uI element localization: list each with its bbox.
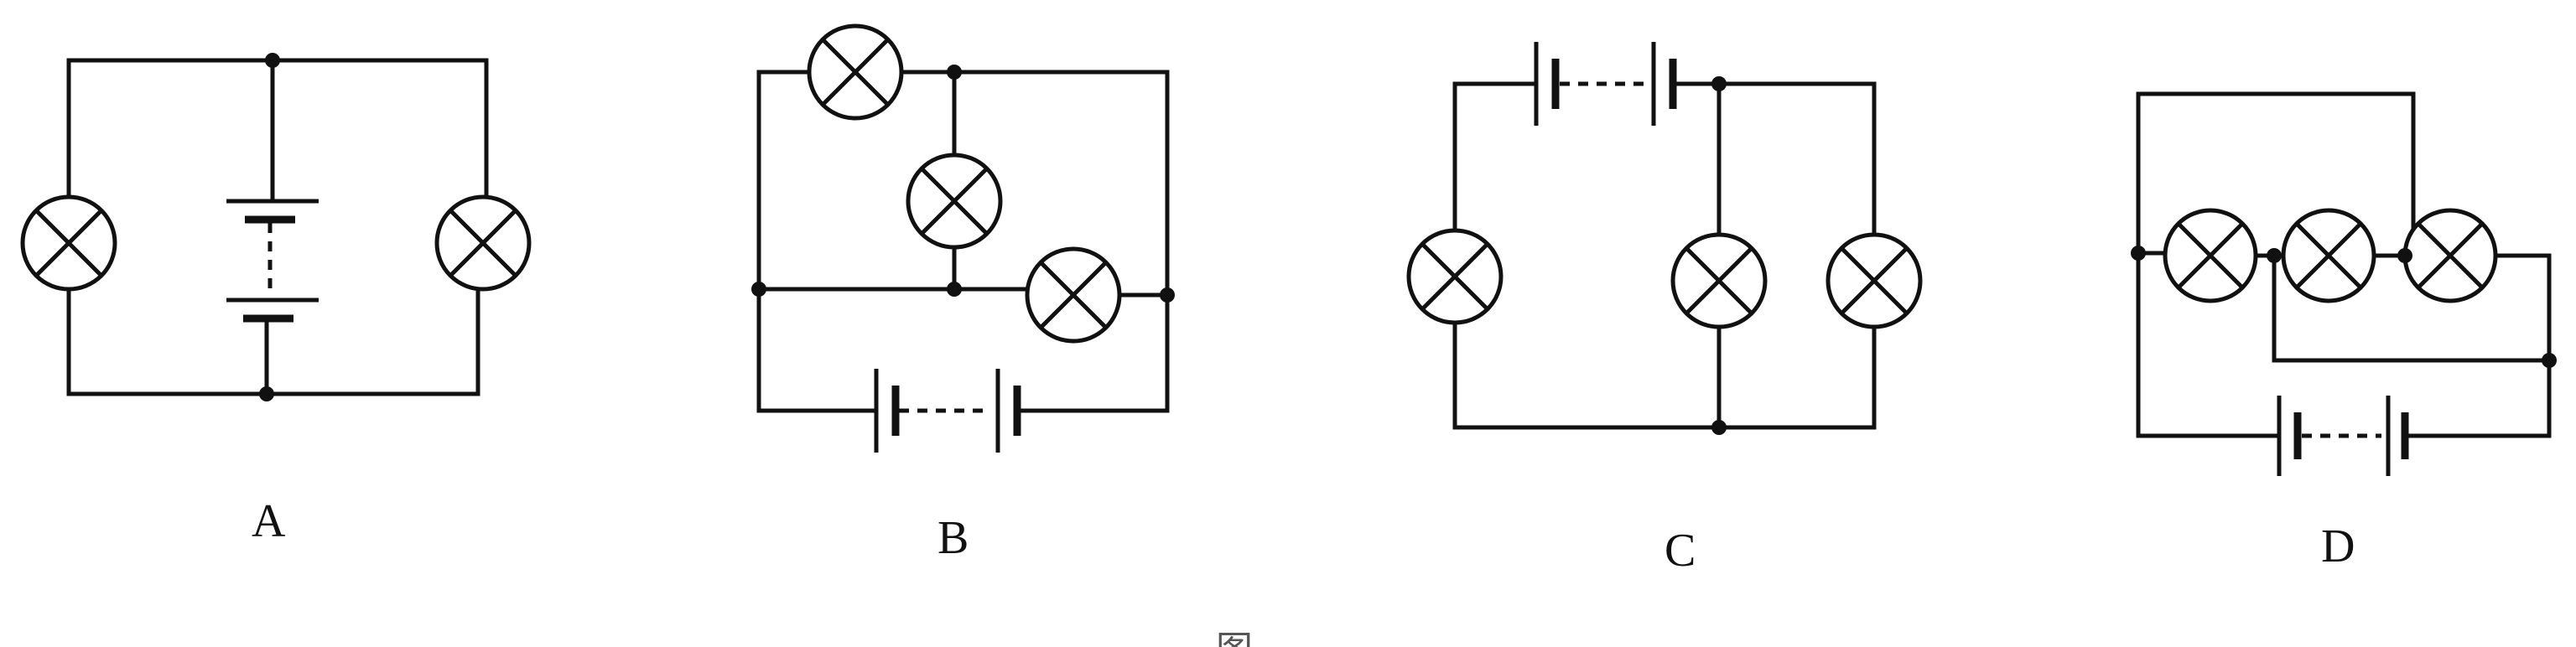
- circuit-b-wires: [756, 70, 1170, 413]
- circuit-c-wires: [1452, 81, 1877, 430]
- circuit-b-junction-right: [1160, 287, 1175, 303]
- circuit-d-junction-between-1-2: [2267, 248, 2282, 263]
- circuit-d-wires: [2136, 91, 2552, 438]
- circuit-d-lamp-2: [2281, 208, 2376, 303]
- circuit-b-lamp-top: [807, 23, 904, 121]
- circuit-c-lamp-middle: [1670, 232, 1768, 329]
- circuit-d-lamp-1: [2163, 208, 2258, 303]
- circuit-c-battery: [1534, 42, 1677, 126]
- circuit-b-junction-top: [947, 65, 962, 80]
- circuit-b-label: B: [937, 512, 969, 564]
- circuit-b-battery: [874, 369, 1021, 453]
- circuit-b: B: [751, 23, 1175, 564]
- circuit-c-junction-top: [1711, 76, 1727, 91]
- circuit-a: A: [20, 53, 532, 547]
- circuit-a-wires: [66, 58, 489, 396]
- circuit-b-junction-middle: [947, 282, 962, 297]
- circuit-c: C: [1406, 42, 1923, 577]
- circuit-d-label: D: [2321, 520, 2355, 572]
- circuit-b-lamp-right: [1025, 246, 1122, 344]
- circuit-c-lamp-right: [1826, 232, 1923, 329]
- circuit-d-junction-between-2-3: [2397, 248, 2412, 263]
- circuit-d-battery: [2277, 396, 2409, 476]
- circuit-d-junction-right: [2542, 353, 2557, 368]
- circuit-a-label: A: [252, 495, 286, 547]
- circuit-d-lamp-3: [2402, 208, 2498, 303]
- circuit-b-junction-left: [751, 282, 766, 297]
- circuit-a-battery: [226, 199, 319, 323]
- circuit-a-lamp-left: [20, 194, 117, 292]
- circuit-c-junction-bottom: [1711, 420, 1727, 435]
- circuit-a-junction-bottom: [259, 386, 274, 401]
- figure-caption: 图: [1216, 629, 1253, 647]
- circuit-b-lamp-middle: [906, 153, 1003, 250]
- circuit-c-lamp-left: [1406, 228, 1504, 325]
- circuit-d: D: [2131, 91, 2557, 572]
- circuit-d-junction-left: [2131, 246, 2146, 261]
- circuit-a-junction-top: [265, 53, 280, 68]
- circuit-a-lamp-right: [434, 194, 532, 292]
- circuit-c-label: C: [1665, 525, 1696, 577]
